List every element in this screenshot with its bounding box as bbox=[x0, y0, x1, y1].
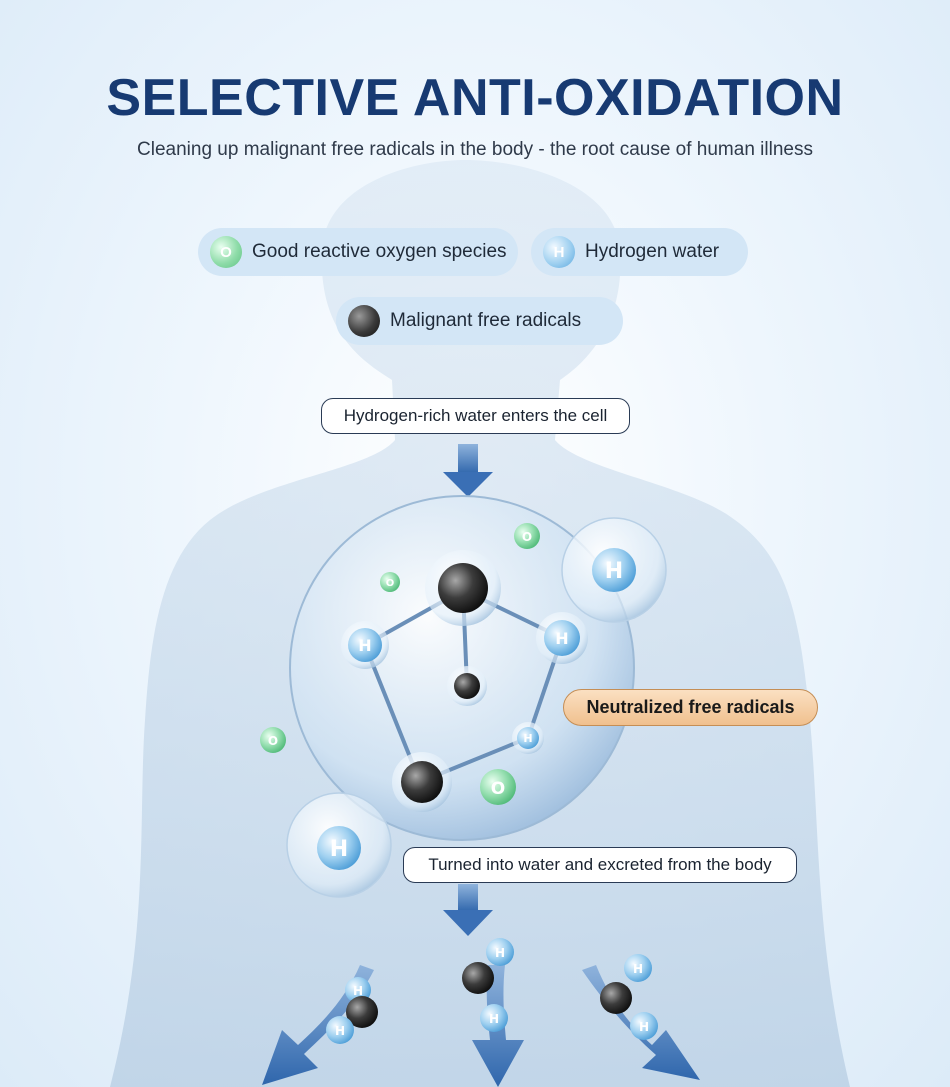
svg-text:H: H bbox=[353, 984, 363, 998]
down-arrow-icon bbox=[443, 884, 493, 936]
down-arrow-icon bbox=[443, 444, 493, 497]
oxygen-icon: O bbox=[514, 523, 540, 549]
legend-good-oxygen-label: Good reactive oxygen species bbox=[252, 241, 507, 262]
page-subtitle: Cleaning up malignant free radicals in t… bbox=[137, 139, 813, 160]
step-excreted-label: Turned into water and excreted from the … bbox=[403, 847, 797, 883]
legend-hydrogen-water-label: Hydrogen water bbox=[585, 241, 720, 262]
hydrogen-icon: H bbox=[543, 236, 575, 268]
legend-good-oxygen: O Good reactive oxygen species bbox=[198, 228, 518, 276]
hydrogen-icon: H bbox=[512, 722, 544, 754]
radical-icon bbox=[425, 550, 501, 626]
svg-text:H: H bbox=[358, 636, 371, 655]
step-enter-cell-label: Hydrogen-rich water enters the cell bbox=[321, 398, 630, 434]
svg-text:H: H bbox=[633, 962, 643, 976]
legend-malignant-radicals: Malignant free radicals bbox=[336, 297, 623, 345]
svg-text:H: H bbox=[555, 629, 568, 648]
svg-text:H: H bbox=[495, 946, 505, 960]
hydrogen-icon: H bbox=[536, 612, 588, 664]
svg-text:O: O bbox=[491, 779, 505, 799]
radical-icon bbox=[346, 996, 378, 1028]
legend-malignant-label: Malignant free radicals bbox=[390, 310, 582, 331]
page-title: SELECTIVE ANTI-OXIDATION bbox=[106, 69, 844, 127]
oxygen-icon: O bbox=[380, 572, 400, 592]
svg-text:H: H bbox=[330, 837, 348, 862]
svg-text:H: H bbox=[605, 559, 623, 584]
oxygen-icon: O bbox=[480, 769, 516, 805]
radical-icon bbox=[462, 962, 494, 994]
radical-icon bbox=[392, 752, 452, 812]
down-arrow-icon bbox=[582, 965, 700, 1080]
hydrogen-icon: H bbox=[486, 938, 514, 966]
radical-icon bbox=[600, 982, 632, 1014]
svg-text:H: H bbox=[639, 1020, 649, 1034]
svg-text:H: H bbox=[335, 1024, 345, 1038]
svg-text:H: H bbox=[489, 1012, 499, 1026]
hydrogen-icon: H bbox=[624, 954, 652, 982]
svg-text:H: H bbox=[523, 732, 532, 745]
radical-icon bbox=[348, 305, 380, 337]
svg-text:O: O bbox=[386, 578, 395, 589]
oxygen-icon: O bbox=[260, 727, 286, 753]
hydrogen-icon: H bbox=[326, 1016, 354, 1044]
neutralized-badge: Neutralized free radicals bbox=[563, 689, 818, 726]
hydrogen-icon: H bbox=[286, 792, 392, 898]
hydrogen-icon: H bbox=[480, 1004, 508, 1032]
legend-hydrogen-water: H Hydrogen water bbox=[531, 228, 748, 276]
hydrogen-icon: H bbox=[341, 621, 389, 669]
svg-text:O: O bbox=[522, 530, 532, 544]
radical-icon bbox=[447, 666, 487, 706]
oxygen-icon: O bbox=[210, 236, 242, 268]
hydrogen-icon: H bbox=[561, 517, 667, 623]
svg-text:O: O bbox=[268, 734, 278, 748]
hydrogen-icon: H bbox=[630, 1012, 658, 1040]
